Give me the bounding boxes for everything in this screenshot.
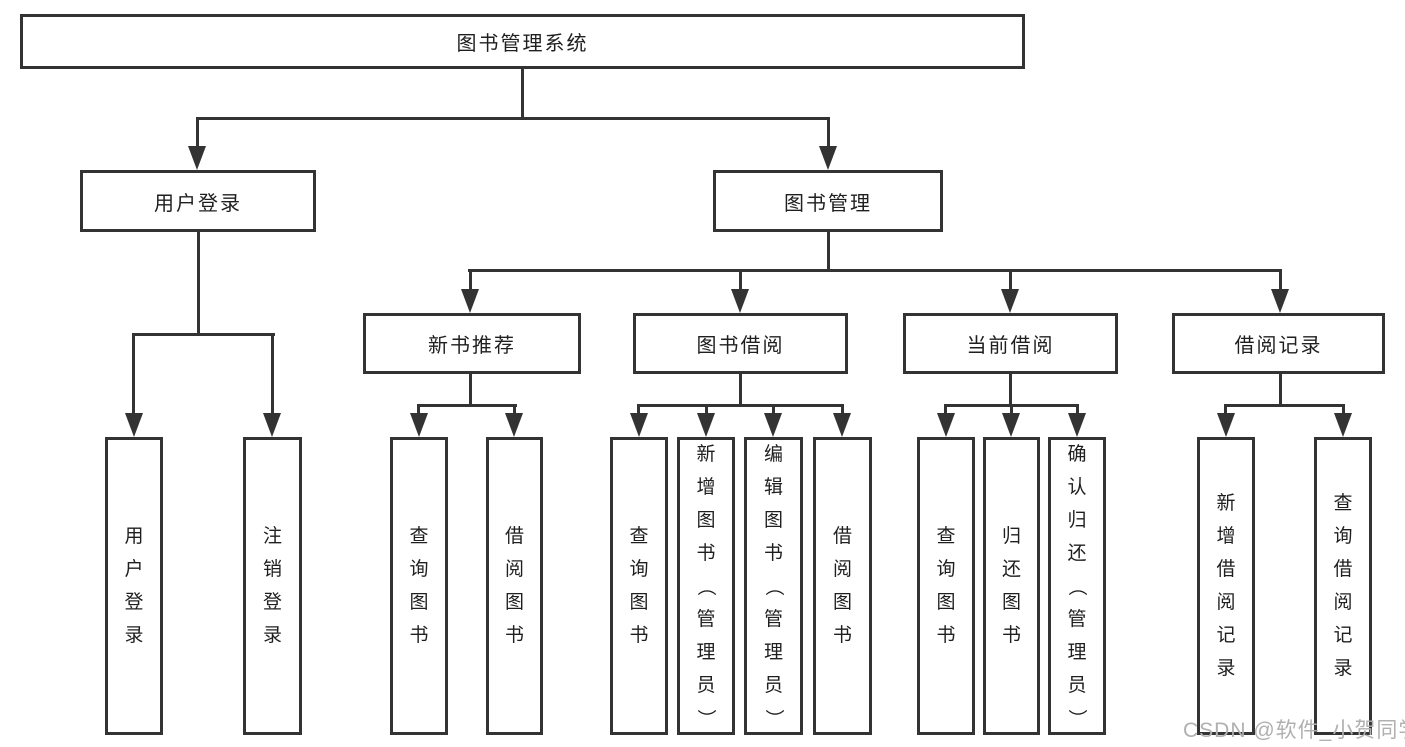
leaf-borrow-query: 查询图书	[610, 437, 668, 735]
leaf-borrow-book-label: 借阅图书	[832, 526, 852, 646]
arrow-down-icon	[937, 413, 955, 437]
connector-records-fork	[1225, 404, 1345, 407]
connector-management-fork	[468, 269, 1281, 272]
leaf-borrow-query-label: 查询图书	[629, 526, 649, 646]
node-borrow-records: 借阅记录	[1172, 313, 1385, 374]
connector-leaf-stem	[513, 404, 516, 418]
connector-leaf-stem	[944, 404, 947, 418]
arrow-down-icon	[819, 146, 837, 170]
node-new-book-recommend-label: 新书推荐	[428, 335, 516, 357]
leaf-newbook-query: 查询图书	[390, 437, 448, 735]
connector-root-stem	[521, 68, 524, 119]
node-current-borrow: 当前借阅	[903, 313, 1118, 374]
connector-leaf-stem	[772, 404, 775, 418]
node-new-book-recommend: 新书推荐	[363, 313, 581, 374]
arrow-down-icon	[833, 413, 851, 437]
arrow-down-icon	[461, 289, 479, 313]
csdn-watermark: CSDN @软件_小贺同学	[1183, 719, 1405, 742]
arrow-down-icon	[697, 413, 715, 437]
node-book-management: 图书管理	[713, 170, 943, 232]
connector-leaf-stem	[1224, 404, 1227, 418]
leaf-current-query: 查询图书	[917, 437, 975, 735]
connector-management-stem	[827, 232, 830, 272]
connector-to-book-borrow	[739, 269, 742, 293]
leaf-borrow-edit-book: 编辑图书（管理员）	[744, 437, 803, 735]
arrow-down-icon	[630, 413, 648, 437]
node-root-label: 图书管理系统	[456, 33, 589, 55]
connector-to-current-borrow	[1009, 269, 1012, 293]
node-book-borrow: 图书借阅	[633, 313, 848, 374]
arrow-down-icon	[263, 413, 281, 437]
connector-leaf-stem	[841, 404, 844, 418]
connector-leaf-stem	[705, 404, 708, 418]
leaf-add-borrow-record: 新增借阅记录	[1197, 437, 1255, 735]
node-user-login: 用户登录	[80, 170, 316, 232]
connector-borrow-stem	[739, 374, 742, 407]
connector-leaf-stem	[637, 404, 640, 418]
leaf-newbook-query-label: 查询图书	[409, 526, 429, 646]
leaf-query-borrow-record: 查询借阅记录	[1314, 437, 1372, 735]
connector-leaf-stem	[1342, 404, 1345, 418]
arrow-down-icon	[125, 413, 143, 437]
connector-leaf-stem	[1076, 404, 1079, 418]
arrow-down-icon	[1334, 413, 1352, 437]
leaf-newbook-borrow: 借阅图书	[486, 437, 543, 735]
connector-leaf-stem	[417, 404, 420, 418]
connector-to-book-management	[827, 117, 830, 150]
arrow-down-icon	[1217, 413, 1235, 437]
connector-current-stem	[1009, 374, 1012, 407]
connector-to-borrow-records	[1279, 269, 1282, 293]
leaf-current-query-label: 查询图书	[936, 526, 956, 646]
leaf-user-login: 用户登录	[105, 437, 163, 735]
connector-newbook-stem	[469, 374, 472, 407]
leaf-add-borrow-record-label: 新增借阅记录	[1216, 493, 1236, 679]
connector-newbook-fork	[418, 404, 517, 407]
leaf-confirm-return-label: 确认归还（管理员）	[1066, 443, 1088, 728]
connector-root-fork	[197, 117, 830, 120]
node-user-login-label: 用户登录	[154, 192, 242, 215]
leaf-borrow-book: 借阅图书	[813, 437, 872, 735]
leaf-logout: 注销登录	[243, 437, 302, 735]
arrow-down-icon	[764, 413, 782, 437]
leaf-logout-label: 注销登录	[262, 526, 282, 646]
arrow-down-icon	[1271, 289, 1289, 313]
connector-login-stem	[197, 232, 200, 336]
connector-borrow-fork	[638, 404, 844, 407]
node-book-borrow-label: 图书借阅	[696, 335, 785, 357]
connector-to-leaf-logout	[271, 333, 274, 415]
node-borrow-records-label: 借阅记录	[1234, 335, 1323, 357]
connector-login-fork	[133, 333, 275, 336]
arrow-down-icon	[410, 413, 428, 437]
node-current-borrow-label: 当前借阅	[966, 335, 1055, 357]
connector-to-user-login	[196, 117, 199, 150]
connector-to-leaf-user-login	[132, 333, 135, 415]
connector-leaf-stem	[1010, 404, 1013, 418]
leaf-borrow-edit-book-label: 编辑图书（管理员）	[762, 443, 784, 728]
leaf-confirm-return: 确认归还（管理员）	[1048, 437, 1106, 735]
leaf-return-book: 归还图书	[983, 437, 1040, 735]
leaf-user-login-label: 用户登录	[124, 526, 144, 646]
leaf-return-book-label: 归还图书	[1001, 526, 1021, 646]
arrow-down-icon	[1002, 413, 1020, 437]
leaf-borrow-add-book: 新增图书（管理员）	[677, 437, 735, 735]
arrow-down-icon	[731, 289, 749, 313]
leaf-newbook-borrow-label: 借阅图书	[504, 526, 524, 646]
arrow-down-icon	[1001, 289, 1019, 313]
leaf-query-borrow-record-label: 查询借阅记录	[1333, 493, 1353, 679]
connector-records-stem	[1279, 374, 1282, 407]
arrow-down-icon	[1068, 413, 1086, 437]
arrow-down-icon	[188, 146, 206, 170]
node-book-management-label: 图书管理	[784, 192, 872, 215]
leaf-borrow-add-book-label: 新增图书（管理员）	[695, 443, 717, 728]
node-root: 图书管理系统	[20, 14, 1025, 69]
connector-to-new-book	[469, 269, 472, 293]
arrow-down-icon	[505, 413, 523, 437]
